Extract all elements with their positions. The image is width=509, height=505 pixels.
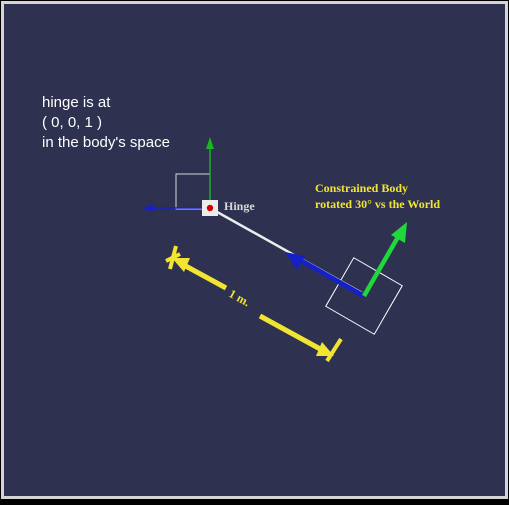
body-y-axis xyxy=(362,235,400,298)
hinge-position-note: hinge is at ( 0, 0, 1 ) in the body's sp… xyxy=(42,94,170,151)
body-z-arrowhead-icon xyxy=(285,252,305,270)
constrained-body xyxy=(285,222,407,335)
body-y-arrowhead-icon xyxy=(391,222,407,243)
note-line-1: hinge is at xyxy=(42,94,111,111)
body-label-line-1: Constrained Body xyxy=(315,181,408,195)
dimension-tick-start xyxy=(168,245,178,270)
world-frame xyxy=(142,137,214,212)
note-line-3: in the body's space xyxy=(42,134,170,151)
body-label-line-2: rotated 30° vs the World xyxy=(315,197,440,211)
hinge-dot xyxy=(206,204,214,212)
dimension-line-right xyxy=(258,313,324,353)
world-z-arrowhead-icon xyxy=(142,204,154,212)
body-z-axis xyxy=(298,257,366,299)
dimension-arrowhead-end-icon xyxy=(316,342,334,356)
world-y-arrowhead-icon xyxy=(206,137,214,149)
constrained-body-label: Constrained Body rotated 30° vs the Worl… xyxy=(315,181,440,211)
note-line-2: ( 0, 0, 1 ) xyxy=(42,114,102,131)
dimension-line-left xyxy=(180,261,228,291)
dimension-tick-end xyxy=(325,337,343,363)
hinge-marker xyxy=(202,200,218,216)
dimension-arrowhead-start-icon xyxy=(172,258,190,272)
hinge-label: Hinge xyxy=(224,199,255,213)
diagram-background xyxy=(4,4,505,496)
